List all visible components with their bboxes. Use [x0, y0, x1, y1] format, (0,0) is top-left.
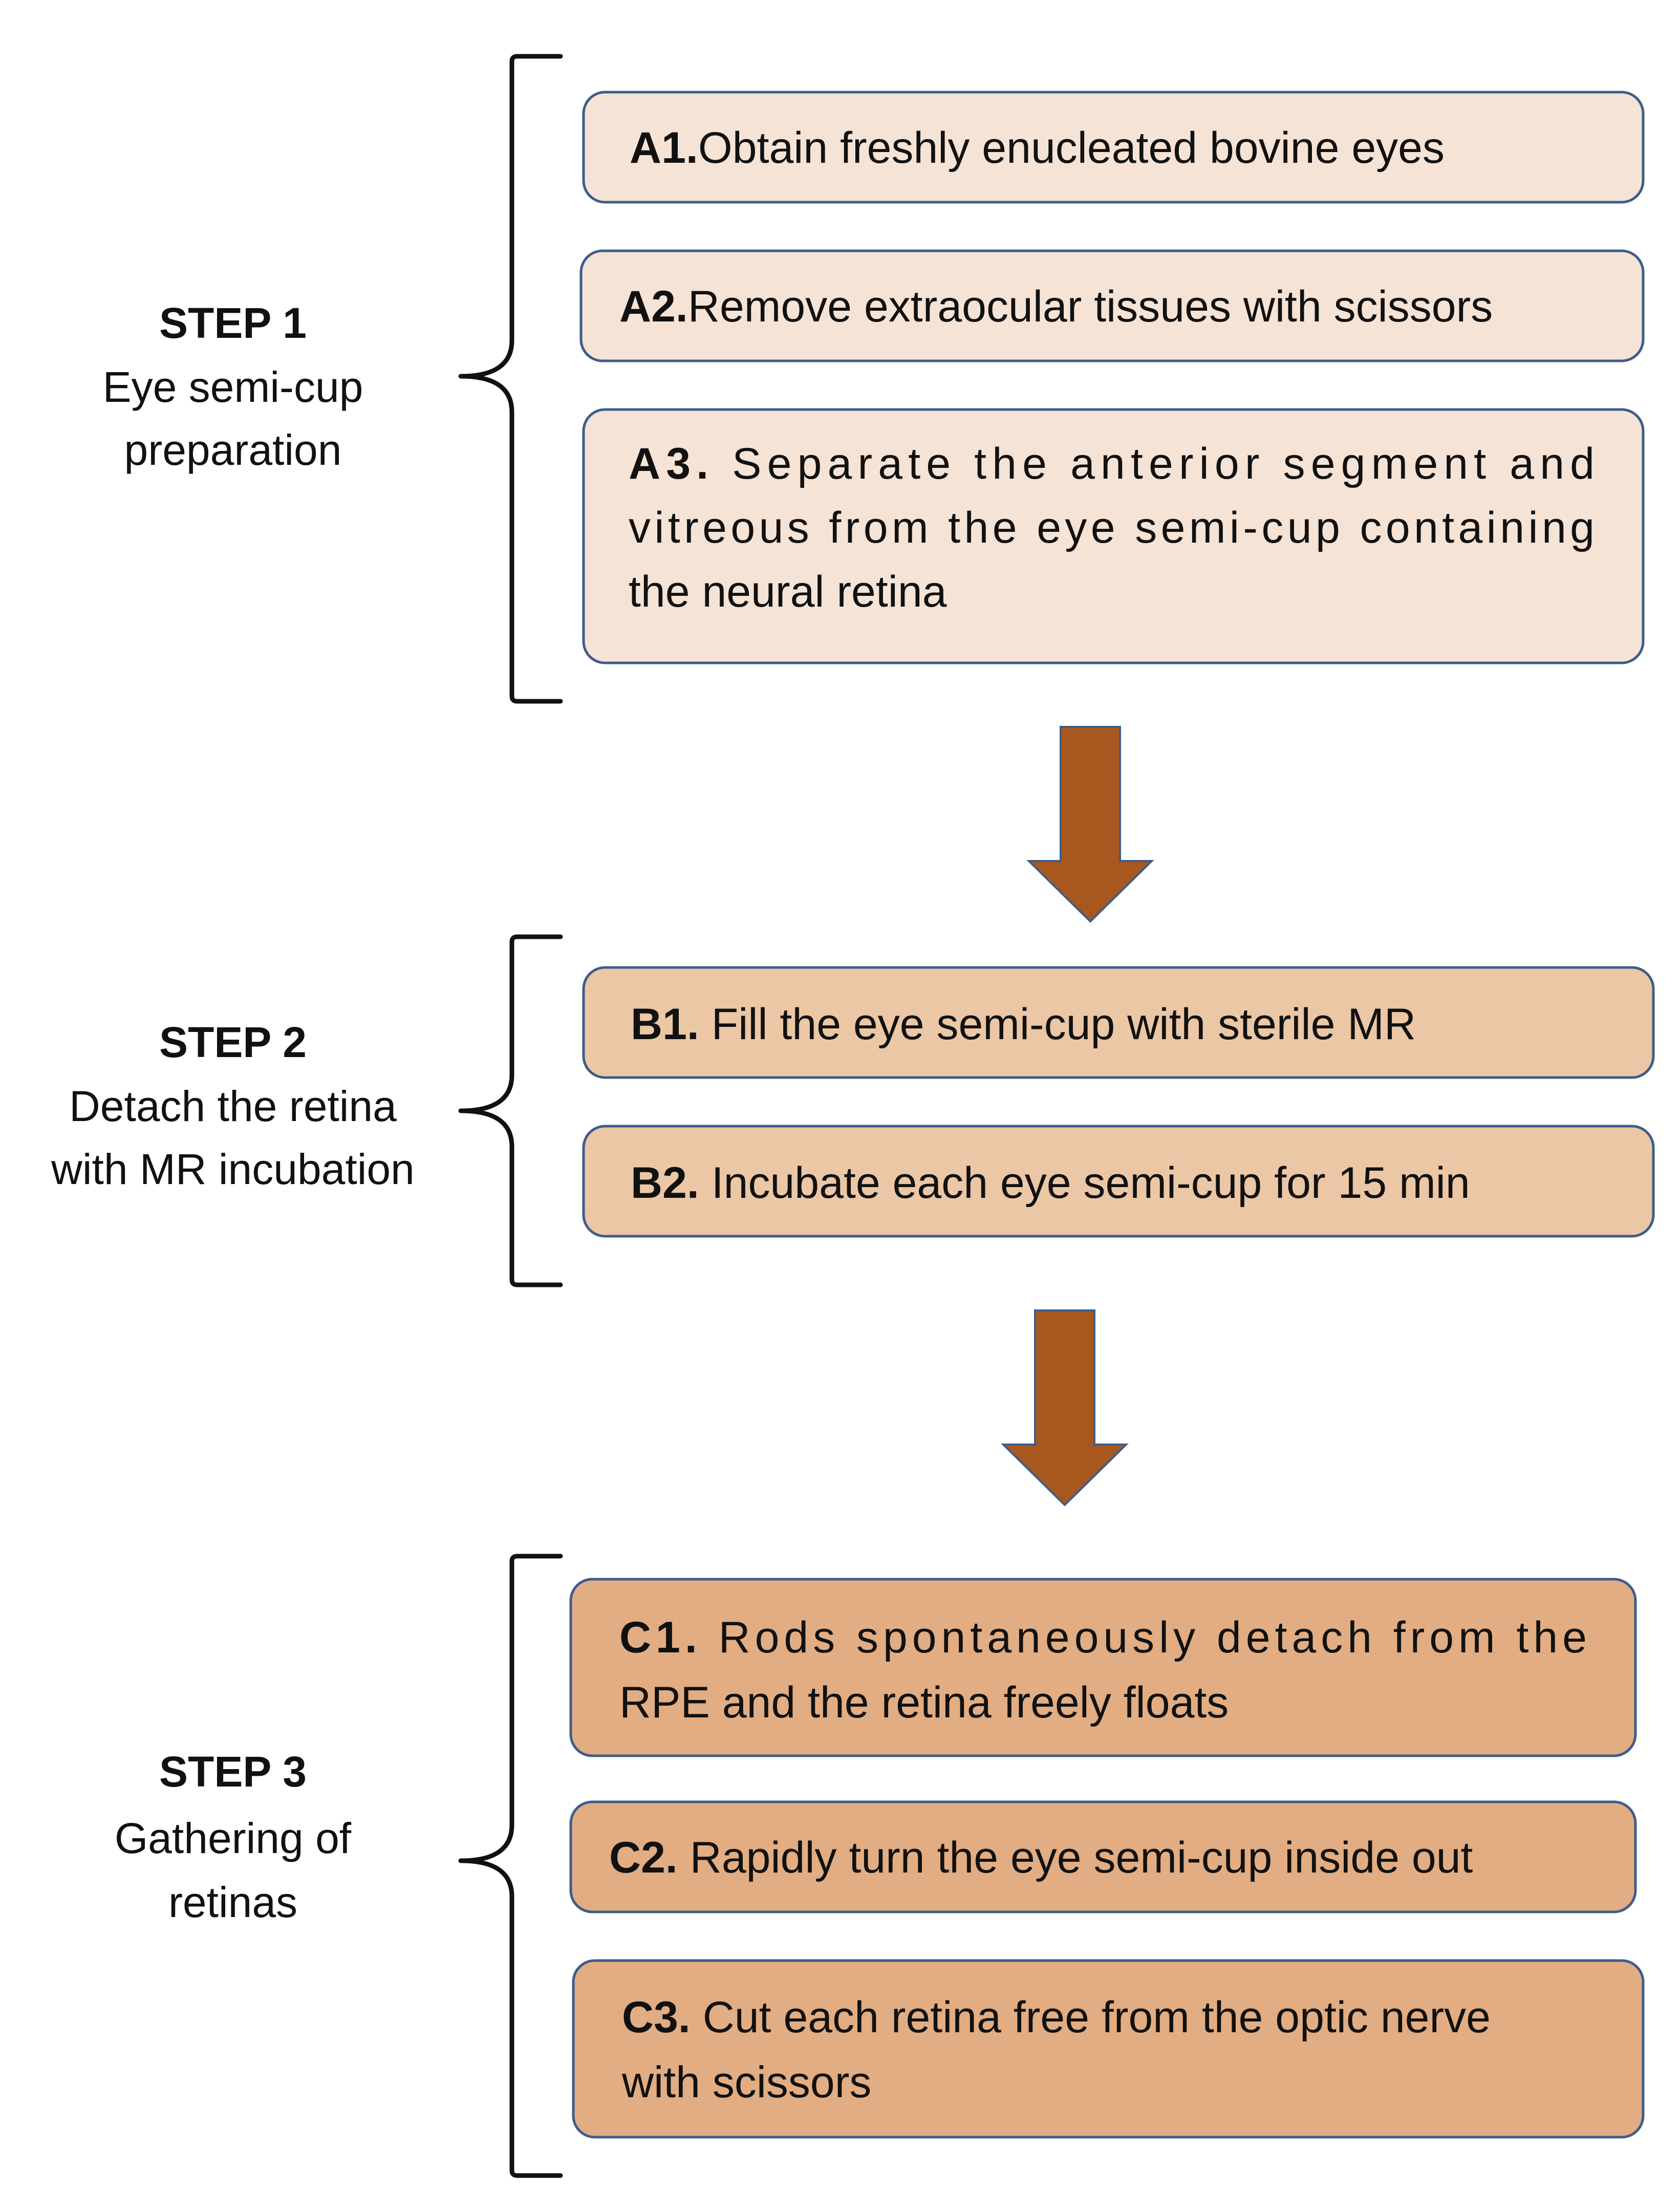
box-text-line: C3. Cut each retina free from the optic …: [622, 1993, 1491, 2042]
box-shape: [579, 249, 1645, 362]
box-text-line: A3. Separate the anterior segment and: [629, 439, 1595, 488]
box-line-text: Separate the anterior segment and: [714, 439, 1595, 488]
box-shape: [569, 1800, 1637, 1913]
step-1-group: STEP 1 Eye semi-cup preparation A1.Obtain f…: [103, 54, 1645, 704]
box-line-text: Rods spontaneously detach from the: [702, 1613, 1587, 1662]
down-arrow-1: [1026, 726, 1154, 923]
step-box-b2: B2. Incubate each eye semi-cup for 15 mi…: [582, 1125, 1655, 1238]
box-text-line: RPE and the retina freely floats: [619, 1678, 1229, 1727]
box-code: B1.: [631, 1000, 699, 1049]
step-box-a1: A1.Obtain freshly enucleated bovine eyes: [582, 91, 1645, 204]
box-code: B2.: [631, 1158, 699, 1208]
box-text-line: with scissors: [621, 2058, 871, 2107]
box-text-line: B1. Fill the eye semi-cup with sterile M…: [631, 1000, 1416, 1049]
box-text-line: C1. Rods spontaneously detach from the: [619, 1613, 1587, 1662]
box-code: C3.: [622, 1993, 691, 2042]
box-shape: [582, 91, 1645, 204]
step-title: STEP 2: [159, 1018, 307, 1066]
step-box-a2: A2.Remove extraocular tissues with sciss…: [579, 249, 1645, 362]
down-arrow-2: [1001, 1309, 1129, 1507]
box-code: C2.: [609, 1833, 678, 1882]
step-subtitle-line: Gathering of: [115, 1814, 352, 1862]
step-subtitle-line: retinas: [168, 1878, 297, 1926]
box-shape: [582, 408, 1645, 664]
curly-bracket: [458, 1554, 563, 2178]
box-text-line: A1.Obtain freshly enucleated bovine eyes: [630, 123, 1445, 173]
box-line-text: Rapidly turn the eye semi-cup inside out: [678, 1833, 1473, 1882]
step-subtitle-line: Eye semi-cup: [103, 363, 363, 411]
box-text-line: B2. Incubate each eye semi-cup for 15 mi…: [631, 1158, 1470, 1208]
box-text-line: A2.Remove extraocular tissues with sciss…: [619, 282, 1493, 331]
step-title: STEP 1: [159, 299, 307, 347]
box-shape: [569, 1578, 1637, 1757]
box-line-text: Incubate each eye semi-cup for 15 min: [699, 1158, 1470, 1208]
box-text-line: C2. Rapidly turn the eye semi-cup inside…: [609, 1833, 1473, 1882]
box-shape: [582, 966, 1655, 1079]
box-code: A2.: [619, 282, 688, 331]
box-text-line: the neural retina: [629, 567, 947, 616]
box-code: A3.: [629, 439, 708, 488]
step-subtitle-line: with MR incubation: [51, 1145, 415, 1193]
step-3-group: STEP 3 Gathering of retinas C1. Rods sponta…: [115, 1554, 1645, 2178]
box-code: C1.: [619, 1613, 697, 1662]
box-line-text: Cut each retina free from the optic nerv…: [691, 1993, 1491, 2042]
step-subtitle-line: preparation: [124, 426, 342, 474]
step-box-c3: C3. Cut each retina free from the optic …: [572, 1959, 1645, 2139]
step-box-c1: C1. Rods spontaneously detach from theRP…: [569, 1578, 1637, 1757]
step-box-b1: B1. Fill the eye semi-cup with sterile M…: [582, 966, 1655, 1079]
box-line-text: Fill the eye semi-cup with sterile MR: [699, 1000, 1416, 1049]
box-shape: [582, 1125, 1655, 1238]
step-box-a3: A3. Separate the anterior segment and vit…: [582, 408, 1645, 664]
curly-bracket: [458, 934, 563, 1287]
box-text-line: vitreous from the eye semi-cup containin…: [629, 503, 1595, 552]
box-line-text: Remove extraocular tissues with scissors: [688, 282, 1493, 331]
curly-bracket: [458, 54, 563, 704]
box-shape: [572, 1959, 1645, 2139]
box-line-text: Obtain freshly enucleated bovine eyes: [698, 123, 1445, 173]
step-title: STEP 3: [159, 1748, 307, 1796]
step-2-group: STEP 2 Detach the retina with MR incubatio…: [51, 934, 1655, 1287]
step-box-c2: C2. Rapidly turn the eye semi-cup inside…: [569, 1800, 1637, 1913]
box-code: A1.: [630, 123, 698, 173]
step-subtitle-line: Detach the retina: [69, 1082, 397, 1130]
